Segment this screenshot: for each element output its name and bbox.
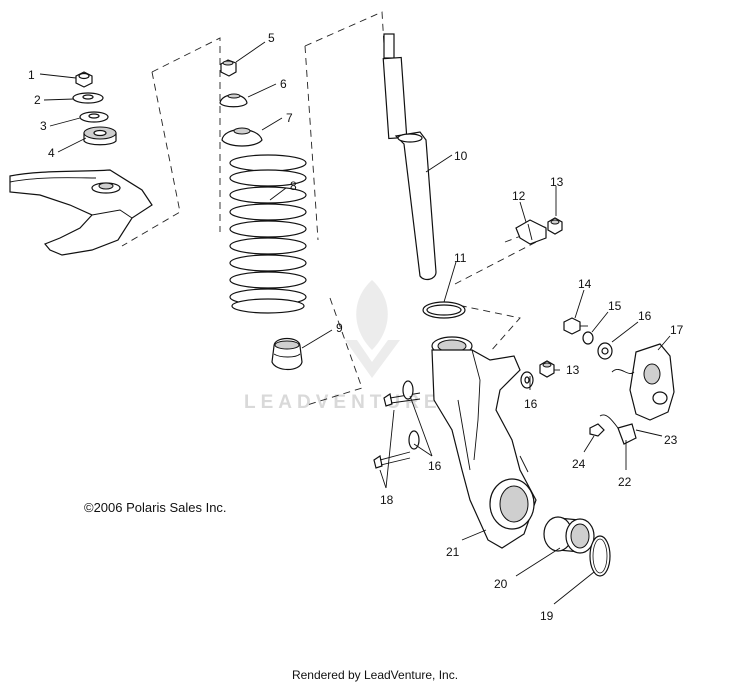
callout-18: 18 — [380, 493, 394, 507]
callout-11: 11 — [454, 251, 467, 265]
part-16-washers-left — [402, 380, 420, 450]
callout-13-middle: 13 — [566, 363, 580, 377]
part-11-seal — [422, 301, 466, 319]
part-1-nut — [75, 71, 93, 88]
callout-23: 23 — [664, 433, 678, 447]
part-18-bolts — [373, 392, 421, 469]
part-13-nut-upper — [547, 217, 563, 235]
callout-6: 6 — [280, 77, 287, 91]
callout-16-right: 16 — [638, 309, 652, 323]
callout-10: 10 — [454, 149, 468, 163]
callout-14: 14 — [578, 277, 592, 291]
part-6-cap — [219, 93, 248, 108]
leader-lines — [39, 41, 671, 605]
callout-19: 19 — [540, 609, 554, 623]
part-8-coil-spring — [229, 154, 307, 314]
callout-3: 3 — [40, 119, 47, 133]
part-14-bolt — [563, 317, 588, 335]
copyright-text: ©2006 Polaris Sales Inc. — [84, 500, 227, 515]
watermark-logo — [345, 280, 400, 378]
assembly-lines — [121, 11, 551, 406]
part-20-bearing — [543, 516, 595, 554]
part-19-circlip — [589, 535, 611, 577]
part-4-bushing — [83, 126, 117, 146]
callout-4: 4 — [48, 146, 55, 160]
callout-20: 20 — [494, 577, 508, 591]
part-9-bump-stop — [271, 337, 303, 371]
part-7-retainer — [221, 127, 263, 147]
callout-12: 12 — [512, 189, 526, 203]
callout-21: 21 — [446, 545, 460, 559]
footer-text: Rendered by LeadVenture, Inc. — [291, 668, 459, 682]
callout-8: 8 — [290, 179, 297, 193]
part-21-knuckle — [431, 336, 537, 549]
part-16-washer-middle — [520, 371, 534, 389]
part-24-screw — [589, 423, 605, 437]
callout-22: 22 — [618, 475, 632, 489]
callout-9: 9 — [336, 321, 343, 335]
part-16-washer-right — [597, 342, 613, 360]
callout-16-middle: 16 — [524, 397, 538, 411]
part-17-caliper — [611, 343, 675, 421]
part-12-clip — [515, 219, 547, 245]
frame-tube — [9, 169, 153, 256]
callout-17: 17 — [670, 323, 684, 337]
part-22-sensor — [599, 414, 637, 445]
callout-15: 15 — [608, 299, 622, 313]
part-15-washer — [582, 331, 594, 345]
part-2-washer — [72, 92, 104, 104]
callout-7: 7 — [286, 111, 293, 125]
callout-labels: 1 2 3 4 5 6 7 8 9 10 11 12 13 13 14 15 1… — [28, 31, 684, 623]
callout-1: 1 — [28, 68, 35, 82]
part-5-nut — [220, 59, 237, 77]
part-13-nut-middle — [539, 360, 555, 378]
part-3-washer — [79, 111, 109, 123]
callout-5: 5 — [268, 31, 275, 45]
callout-2: 2 — [34, 93, 41, 107]
callout-13-upper: 13 — [550, 175, 564, 189]
part-10-shock — [382, 33, 437, 281]
callout-24: 24 — [572, 457, 586, 471]
callout-16-left: 16 — [428, 459, 442, 473]
